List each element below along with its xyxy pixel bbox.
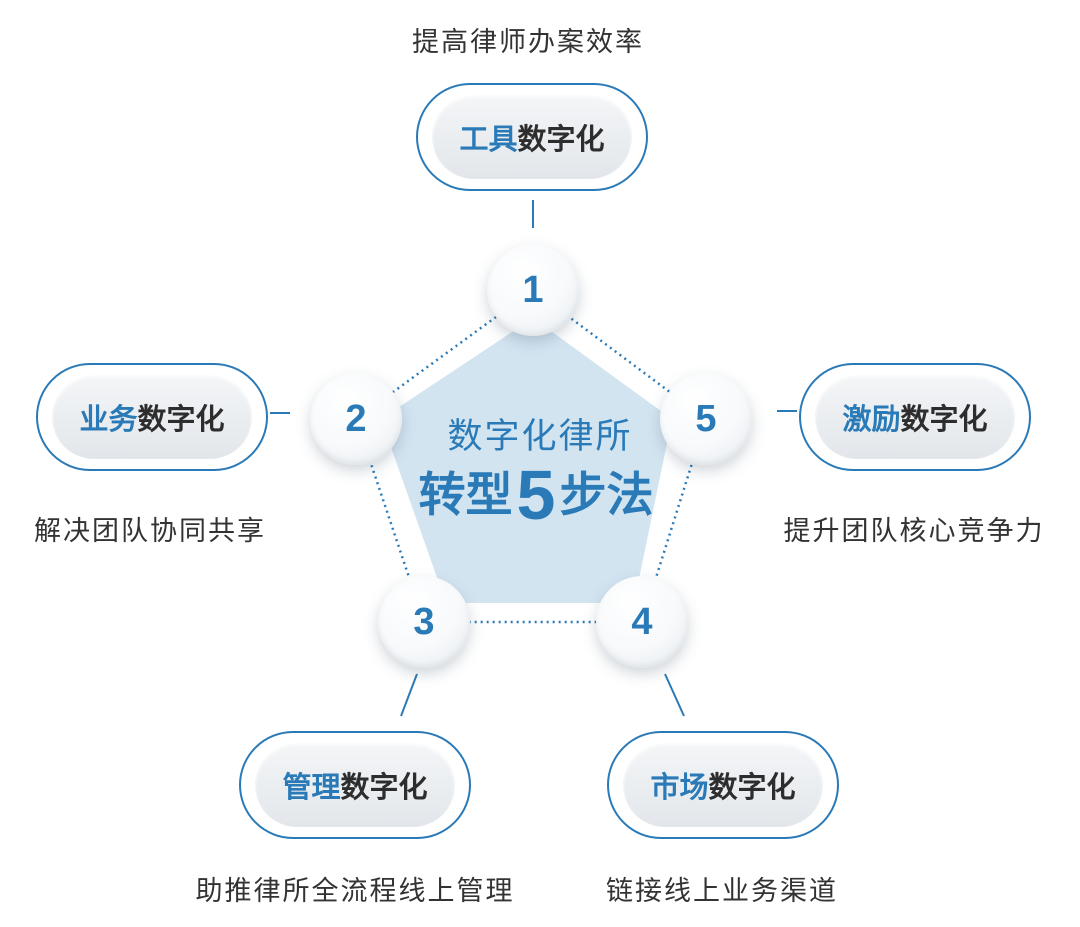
step-4-label-highlight: 市场 (650, 770, 709, 804)
step-3-caption: 助推律所全流程线上管理 (195, 876, 515, 907)
step-1-caption: 提高律师办案效率 (412, 27, 644, 58)
step-5-pill: 激励数字化 (799, 363, 1031, 471)
headline-number: 5 (516, 456, 556, 534)
connector-line-3 (400, 673, 418, 717)
step-3-label-rest: 数字化 (340, 770, 428, 804)
step-4-pill: 市场数字化 (607, 731, 839, 839)
step-3-node: 3 (378, 576, 470, 668)
headline-suffix: 步法 (559, 467, 654, 523)
headline-prefix: 转型 (418, 467, 513, 523)
step-5-label-rest: 数字化 (900, 402, 988, 436)
pentagon-shape (381, 318, 672, 603)
step-2-caption: 解决团队协同共享 (34, 516, 266, 547)
step-1-pill: 工具数字化 (416, 83, 648, 191)
step-3-label: 管理数字化 (282, 764, 427, 806)
connector-line-4 (664, 673, 685, 717)
step-5-label-highlight: 激励 (842, 402, 901, 436)
step-3-label-highlight: 管理 (282, 770, 341, 804)
step-4-label-rest: 数字化 (708, 770, 796, 804)
step-4-caption: 链接线上业务渠道 (606, 876, 838, 907)
step-2-pill: 业务数字化 (36, 363, 268, 471)
step-4-node: 4 (596, 576, 688, 668)
step-2-label: 业务数字化 (79, 396, 224, 438)
step-2-node: 2 (310, 373, 402, 465)
step-5-node: 5 (660, 373, 752, 465)
step-5-caption: 提升团队核心竞争力 (783, 516, 1045, 547)
step-1-node: 1 (487, 244, 579, 336)
step-4-label: 市场数字化 (650, 764, 795, 806)
step-1-label: 工具数字化 (459, 116, 604, 158)
center-title: 数字化律所 (447, 417, 633, 457)
step-1-label-highlight: 工具 (459, 122, 518, 156)
step-3-pill: 管理数字化 (239, 731, 471, 839)
step-1-label-rest: 数字化 (517, 122, 605, 156)
step-5-label: 激励数字化 (842, 396, 987, 438)
center-headline: 转型 5 步法 (419, 460, 654, 530)
step-2-label-rest: 数字化 (137, 402, 225, 436)
step-2-label-highlight: 业务 (79, 402, 138, 436)
